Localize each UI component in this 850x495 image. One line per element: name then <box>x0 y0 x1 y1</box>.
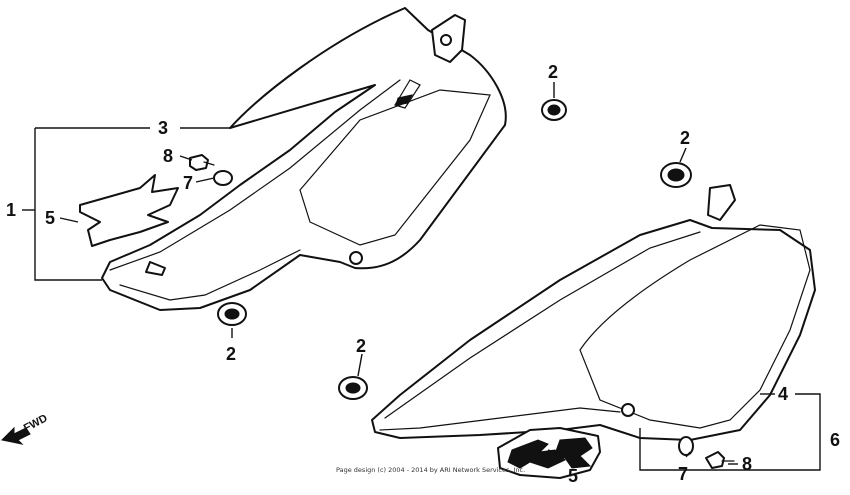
callout-4: 4 <box>778 384 788 404</box>
grommet-left-lower <box>217 302 247 326</box>
callout-1: 1 <box>6 200 16 220</box>
callout-7-left: 7 <box>183 173 193 193</box>
callout-7-right: 7 <box>678 464 688 484</box>
callout-6: 6 <box>830 430 840 450</box>
collar-upper-left <box>213 170 233 186</box>
fwd-label: FWD <box>22 412 50 434</box>
right-side-cover <box>371 184 816 441</box>
grommet-right-upper <box>660 162 692 188</box>
right-emblem <box>497 427 601 479</box>
callout-2-top: 2 <box>548 62 558 82</box>
callout-2-left: 2 <box>226 344 236 364</box>
callout-5-left: 5 <box>45 208 55 228</box>
callout-5-right: 5 <box>568 466 578 486</box>
callouts: 1 5 3 8 7 2 2 2 2 4 6 5 7 8 <box>6 62 840 486</box>
arrow-left-down-icon <box>0 426 31 445</box>
grommet-center-lower <box>338 376 368 400</box>
fwd-indicator: FWD <box>0 412 50 445</box>
collar-lower-right <box>678 436 694 456</box>
leader-lines <box>22 82 821 471</box>
copyright-notice: Page design (c) 2004 - 2014 by ARI Netwo… <box>336 466 525 474</box>
callout-2-center: 2 <box>356 336 366 356</box>
bolt-lower-right <box>705 451 735 469</box>
left-emblem <box>79 174 179 247</box>
grommet-top-center <box>541 99 567 121</box>
callout-8-right: 8 <box>742 454 752 474</box>
callout-8-left: 8 <box>163 146 173 166</box>
callout-2-right: 2 <box>680 128 690 148</box>
left-side-cover <box>101 7 507 311</box>
callout-3: 3 <box>158 118 168 138</box>
bolt-upper-left <box>189 154 215 171</box>
